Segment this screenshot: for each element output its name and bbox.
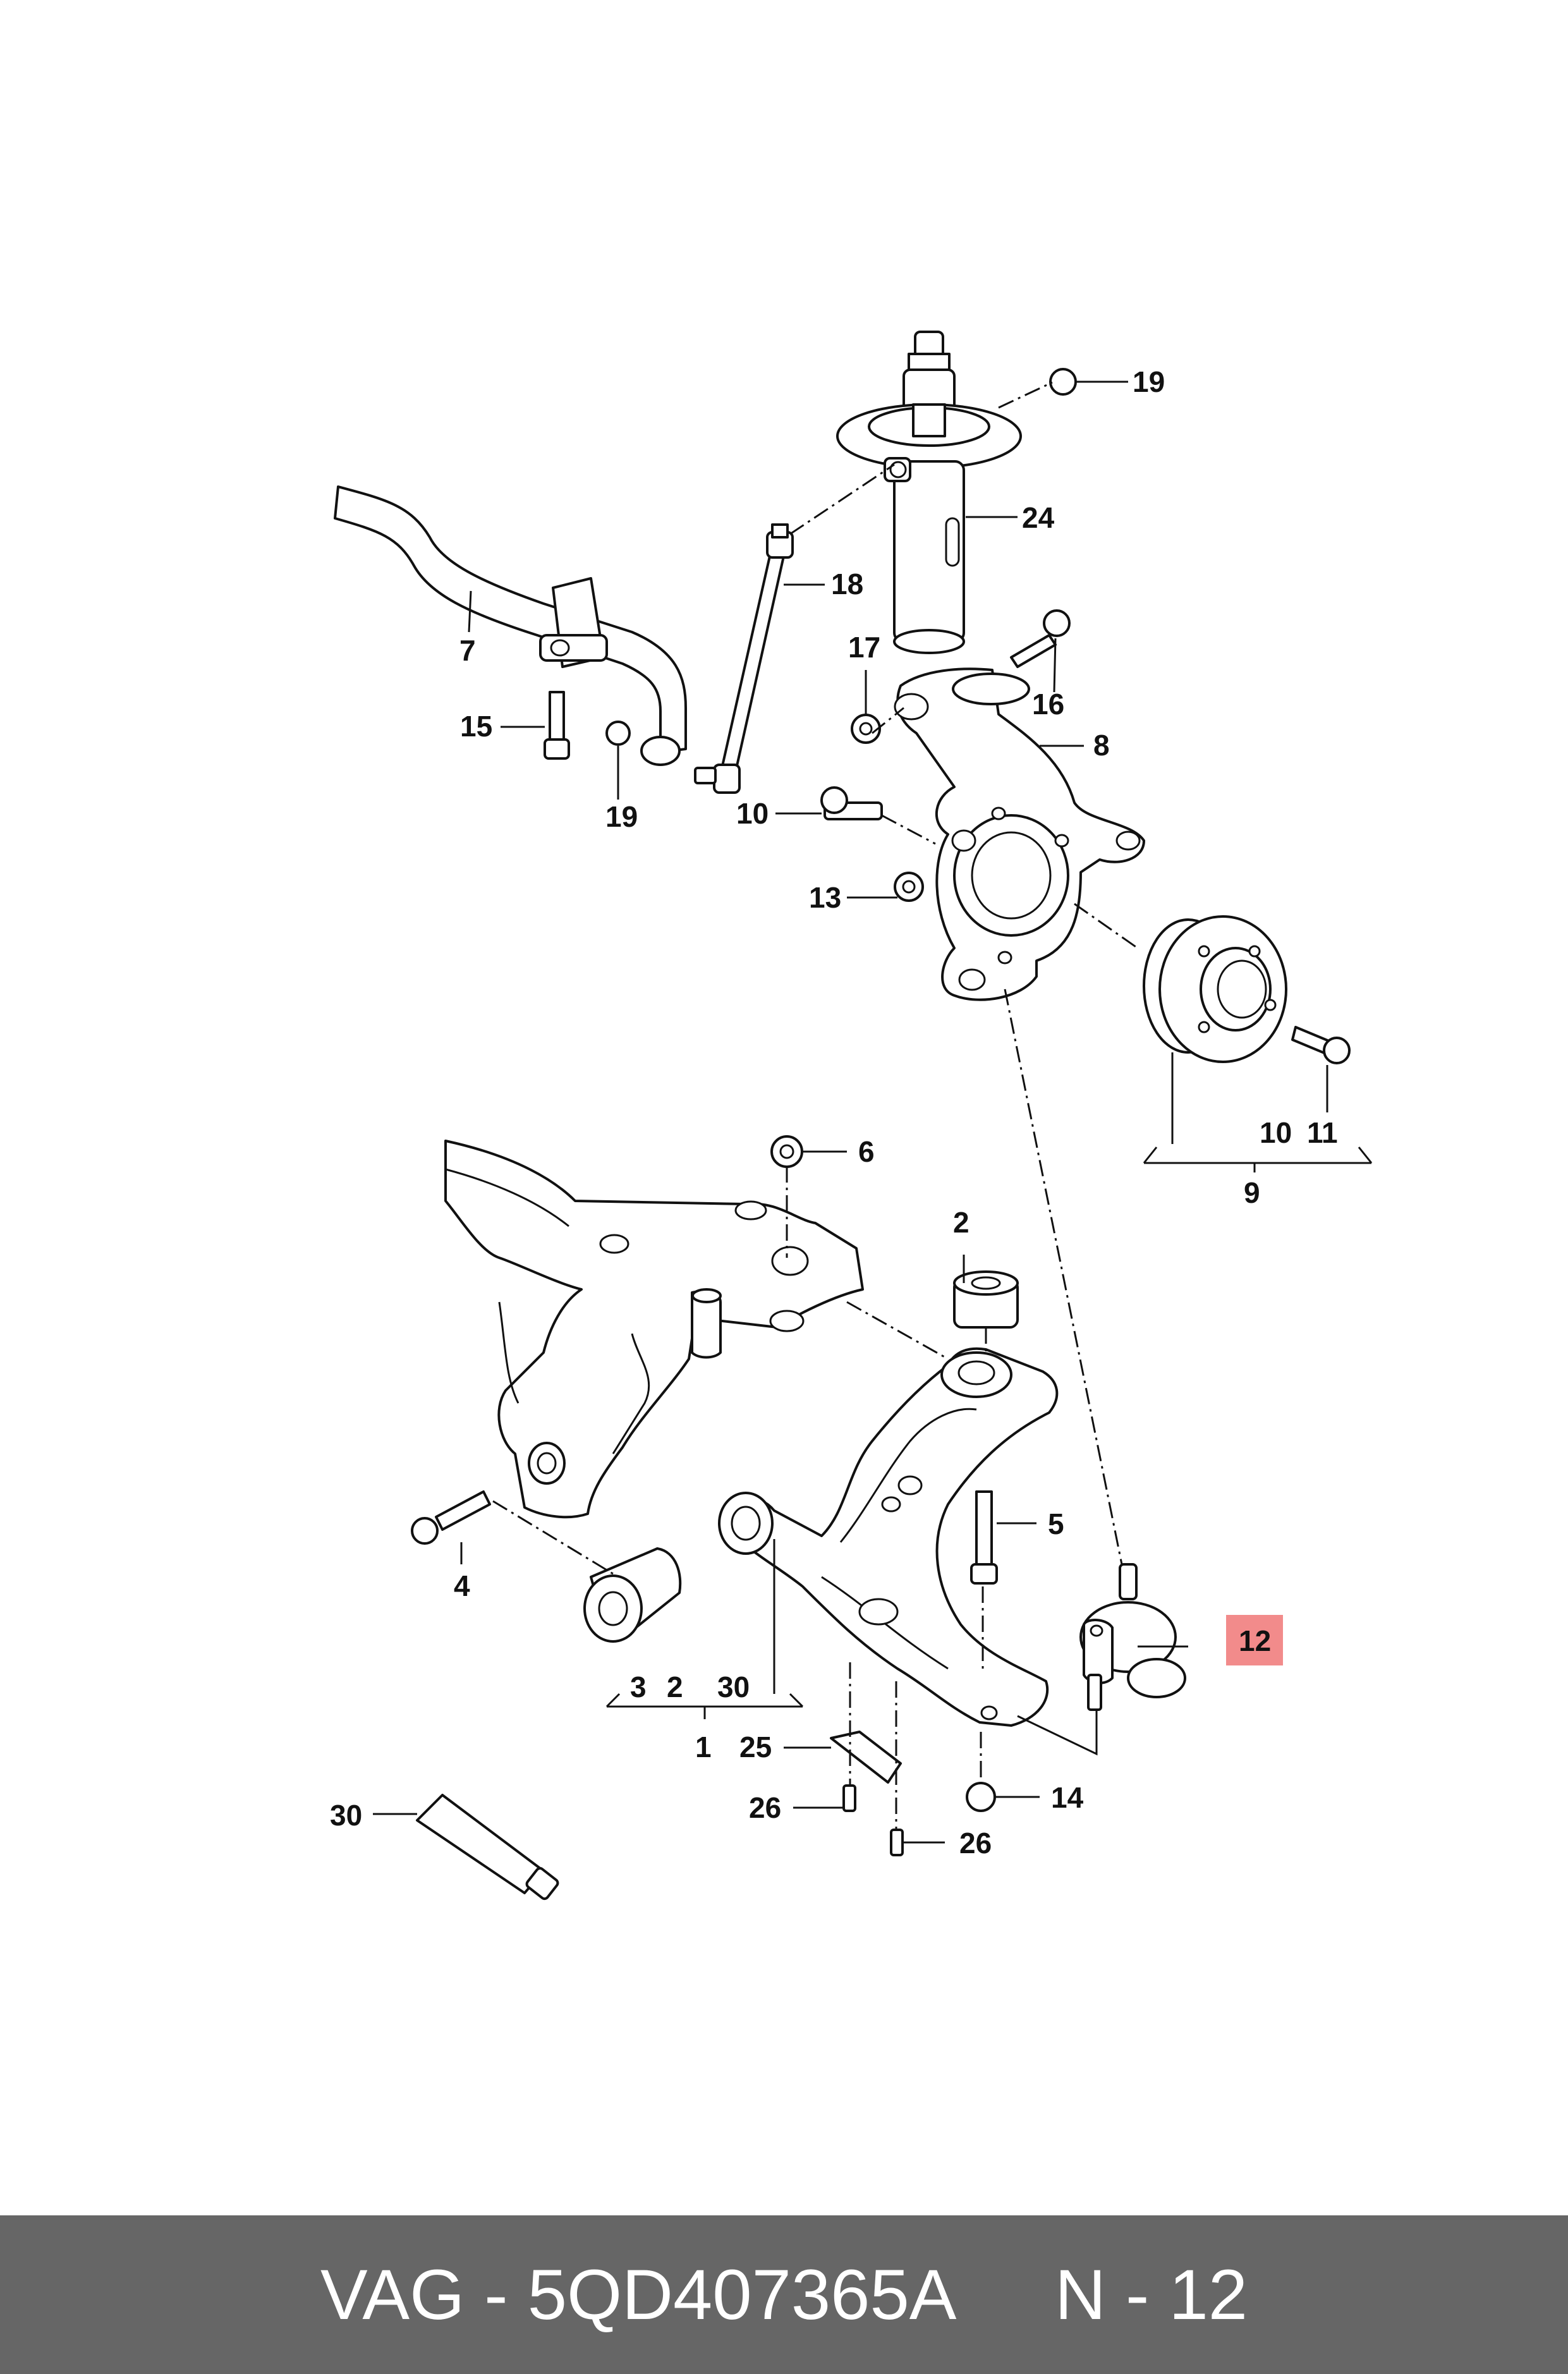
bolts-nuts	[411, 368, 1351, 1812]
callout-30a: 30	[717, 1671, 750, 1703]
callout-8: 8	[1093, 729, 1110, 762]
stabilizer-bar-part	[334, 485, 687, 766]
callout-19a: 19	[1133, 365, 1165, 398]
callout-6: 6	[858, 1135, 875, 1168]
control-arm-part	[718, 1347, 1059, 1727]
callout-19b: 19	[605, 800, 638, 833]
grease-tube-part	[416, 1794, 559, 1901]
exploded-parts-diagram: 19 24 18 7 17 16 8 15 19 10 13 10 11 9 6…	[330, 331, 1373, 1901]
callout-2a: 2	[953, 1206, 969, 1239]
ball-joint-part	[1079, 1563, 1186, 1711]
callout-26a: 26	[749, 1791, 781, 1824]
callout-1: 1	[695, 1731, 712, 1763]
callout-17: 17	[848, 631, 880, 664]
callout-7: 7	[459, 634, 476, 667]
bushing-lower-part	[583, 1547, 682, 1643]
wheel-bearing-housing-part	[894, 667, 1145, 1001]
callout-9: 9	[1244, 1176, 1260, 1209]
bracket-part	[830, 1731, 904, 1856]
coupling-rod-part	[694, 523, 794, 794]
callout-24: 24	[1022, 501, 1055, 534]
callout-13: 13	[809, 881, 841, 914]
callout-10a: 10	[736, 797, 769, 830]
callout-12: 12	[1239, 1624, 1271, 1657]
callout-4: 4	[454, 1569, 470, 1602]
callout-15: 15	[460, 710, 492, 743]
callout-30b: 30	[330, 1799, 362, 1832]
wheel-hub-part	[1143, 915, 1287, 1063]
callout-11: 11	[1307, 1116, 1338, 1149]
callout-5: 5	[1048, 1507, 1064, 1540]
subframe-part	[444, 1140, 864, 1519]
highlight-box	[1226, 1615, 1283, 1665]
callout-25: 25	[739, 1731, 772, 1763]
callout-10b: 10	[1260, 1116, 1292, 1149]
callout-26b: 26	[959, 1827, 992, 1860]
callout-16: 16	[1032, 688, 1064, 721]
footer-reference: N - 12	[1055, 2255, 1248, 2334]
callout-18: 18	[831, 568, 863, 600]
callout-14: 14	[1051, 1781, 1084, 1814]
footer-gap	[956, 2254, 1055, 2335]
callout-labels: 19 24 18 7 17 16 8 15 19 10 13 10 11 9 6…	[330, 365, 1338, 1860]
assembly-lines	[492, 381, 1138, 1830]
bushing-upper-part	[953, 1270, 1019, 1329]
footer-bar: VAG - 5QD407365A N - 12	[0, 2215, 1568, 2374]
callout-2b: 2	[667, 1671, 683, 1703]
callout-3: 3	[630, 1671, 647, 1703]
footer-part-number: VAG - 5QD407365A	[320, 2255, 957, 2334]
shock-absorber-part	[836, 331, 1022, 654]
leader-lines	[373, 380, 1373, 1844]
